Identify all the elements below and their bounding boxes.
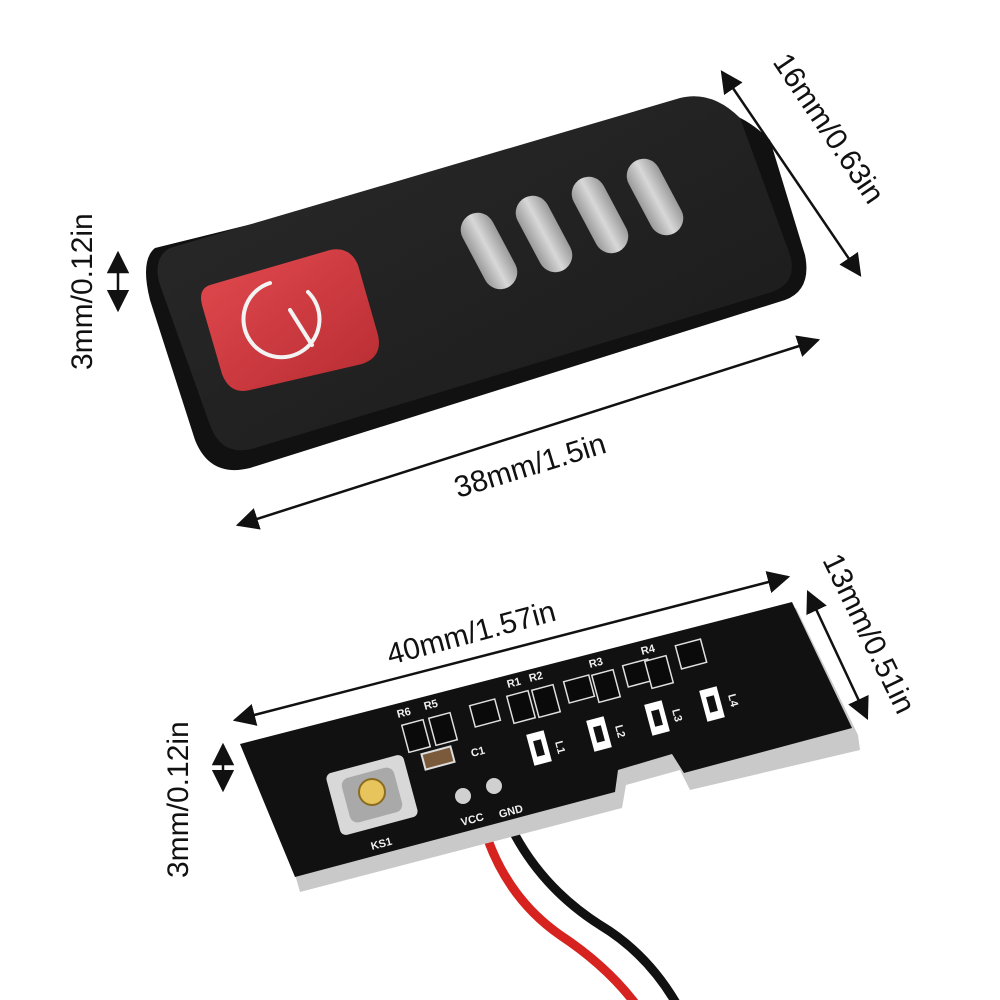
l2-label: L2 bbox=[612, 724, 627, 740]
panel-length-arrow bbox=[235, 335, 821, 530]
panel-height-label: 16mm/0.63in bbox=[766, 47, 890, 209]
vcc-label: VCC bbox=[460, 811, 486, 829]
vcc-pad bbox=[455, 788, 471, 804]
pcb-board: KS1 VCC GND C1 R6 R5 R1 R2 R3 R4 bbox=[240, 602, 860, 892]
power-wires bbox=[483, 830, 680, 1000]
c1-label: C1 bbox=[470, 745, 487, 760]
pcb-length-arrow bbox=[232, 571, 791, 726]
level-segment-2 bbox=[515, 195, 573, 273]
battery-level-segments bbox=[460, 158, 684, 290]
pcb-length-label: 40mm/1.57in bbox=[383, 595, 559, 672]
tactile-switch[interactable] bbox=[325, 754, 419, 837]
switch-label: KS1 bbox=[370, 836, 394, 853]
gnd-pad bbox=[486, 778, 502, 794]
pcb-thickness-label: 3mm/0.12in bbox=[162, 721, 195, 878]
capacitor-c1 bbox=[420, 745, 456, 771]
level-segment-3 bbox=[571, 176, 629, 254]
panel-height-arrow bbox=[720, 70, 862, 277]
panel-thickness-label: 3mm/0.12in bbox=[66, 213, 99, 370]
l1-label: L1 bbox=[552, 740, 567, 756]
led-l1 bbox=[526, 730, 552, 766]
indicator-panel bbox=[146, 96, 807, 471]
black-wire bbox=[510, 830, 680, 1000]
pcb-dimensions bbox=[211, 571, 869, 793]
red-wire bbox=[483, 835, 639, 1000]
level-segment-4 bbox=[626, 158, 684, 236]
panel-dimensions bbox=[106, 70, 862, 530]
level-segment-1 bbox=[460, 212, 518, 290]
panel-length-label: 38mm/1.5in bbox=[450, 427, 610, 504]
pcb-height-arrow bbox=[806, 589, 869, 721]
